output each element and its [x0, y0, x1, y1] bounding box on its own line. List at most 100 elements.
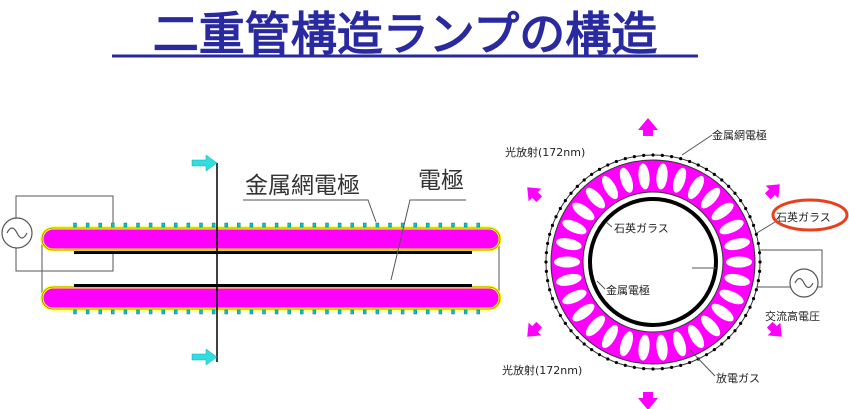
page-title: 二重管構造ランプの構造: [153, 7, 658, 61]
discharge-cell: [656, 334, 668, 361]
discharge-cell: [638, 334, 650, 361]
mesh-dot: [544, 260, 548, 264]
cross-section: 金属網電極 光放射(172nm) 光放射(172nm) 石英ガラス 石英ガラス …: [502, 118, 849, 409]
discharge-cell: [556, 273, 582, 286]
label-outer-glass: 石英ガラス: [776, 210, 831, 224]
mesh-dot: [651, 367, 655, 371]
discharge-cell: [711, 202, 734, 221]
arrow-down-icon: [638, 392, 658, 409]
discharge-cell: [572, 202, 595, 221]
mesh-dot: [274, 309, 279, 315]
mesh-dot: [123, 309, 128, 315]
discharge-cell: [656, 163, 668, 190]
mesh-dot: [669, 365, 674, 369]
mesh-dot: [575, 336, 579, 340]
metal-electrode: [588, 197, 718, 327]
mesh-dot: [744, 313, 748, 318]
leader-electrode: [390, 199, 466, 281]
mesh-electrode-dots: [73, 222, 480, 315]
mesh-dot: [544, 251, 549, 255]
label-light-top: 光放射(172nm): [505, 145, 585, 159]
mesh-dot: [733, 329, 737, 333]
mesh-dot: [463, 309, 468, 315]
mesh-dot: [98, 309, 102, 315]
mesh-dot: [337, 222, 342, 228]
discharge-cell: [719, 219, 744, 235]
mesh-dot: [73, 309, 77, 315]
label-light-bottom: 光放射(172nm): [502, 363, 582, 377]
mesh-dot: [614, 159, 619, 164]
mesh-dot: [614, 360, 619, 365]
mesh-dot: [136, 309, 140, 315]
label-mesh-electrode-cs: 金属網電極: [712, 128, 767, 142]
upper-tube: [40, 226, 502, 252]
mesh-dot: [249, 309, 254, 315]
mesh-dot: [73, 222, 77, 228]
mesh-dot: [476, 309, 480, 315]
mesh-dot: [438, 309, 443, 315]
mesh-dot: [704, 167, 709, 171]
mesh-dot: [550, 223, 555, 228]
mesh-dot: [451, 222, 455, 228]
mesh-dot: [312, 222, 317, 228]
mesh-dot: [623, 363, 627, 367]
mesh-dot: [463, 222, 468, 228]
mesh-dot: [606, 357, 610, 361]
mesh-dot: [597, 353, 602, 357]
mesh-dot: [211, 222, 216, 228]
mesh-dot: [563, 321, 567, 325]
mesh-dot: [451, 309, 455, 315]
discharge-cell: [700, 187, 721, 209]
discharge-cells: [554, 163, 752, 361]
mesh-dot: [744, 206, 748, 211]
mesh-dot: [426, 309, 430, 315]
discharge-cell: [672, 167, 687, 193]
mesh-dot: [751, 296, 756, 301]
discharge-cell: [554, 256, 580, 268]
mesh-dot: [550, 296, 555, 301]
discharge-cell: [562, 289, 587, 305]
mesh-dot: [300, 309, 304, 315]
label-electrode: 電極: [418, 168, 464, 194]
discharge-cell: [719, 289, 744, 305]
mesh-dot: [388, 222, 392, 228]
mesh-dot: [582, 342, 586, 346]
mesh-dot: [727, 336, 731, 340]
mesh-dot: [426, 222, 430, 228]
mesh-dot: [161, 309, 165, 315]
arrow-up-icon: [638, 118, 658, 136]
mesh-dot: [554, 215, 558, 219]
mesh-dot: [687, 360, 692, 365]
mesh-dot: [660, 153, 664, 158]
mesh-dot: [679, 363, 683, 367]
mesh-dot: [575, 184, 579, 188]
mesh-dot: [590, 348, 594, 352]
mesh-dot: [660, 366, 664, 371]
discharge-cell: [700, 315, 721, 337]
section-arrow-top-icon: [191, 154, 218, 172]
lower-electrode: [74, 284, 472, 287]
mesh-dot: [388, 309, 392, 315]
mesh-dot: [679, 157, 683, 161]
mesh-dot: [262, 309, 266, 315]
mesh-dot: [651, 153, 655, 157]
mesh-dot: [632, 155, 637, 159]
mesh-dot: [642, 366, 646, 371]
upper-electrode: [74, 251, 472, 254]
arrow-downleft-icon: [527, 321, 543, 337]
mesh-dot: [758, 260, 762, 264]
lower-tube: [40, 285, 502, 311]
mesh-dot: [558, 206, 562, 211]
mesh-dot: [413, 222, 417, 228]
mesh-dot: [546, 278, 550, 283]
mesh-dot: [554, 305, 558, 309]
mesh-dot: [733, 191, 737, 195]
discharge-cell: [601, 324, 619, 349]
mesh-dot: [704, 353, 709, 357]
discharge-cell: [572, 303, 595, 322]
mesh-dot: [98, 222, 102, 228]
mesh-dot: [111, 309, 115, 315]
discharge-cell: [619, 167, 634, 193]
mesh-dot: [413, 309, 417, 315]
mesh-dot: [199, 222, 203, 228]
